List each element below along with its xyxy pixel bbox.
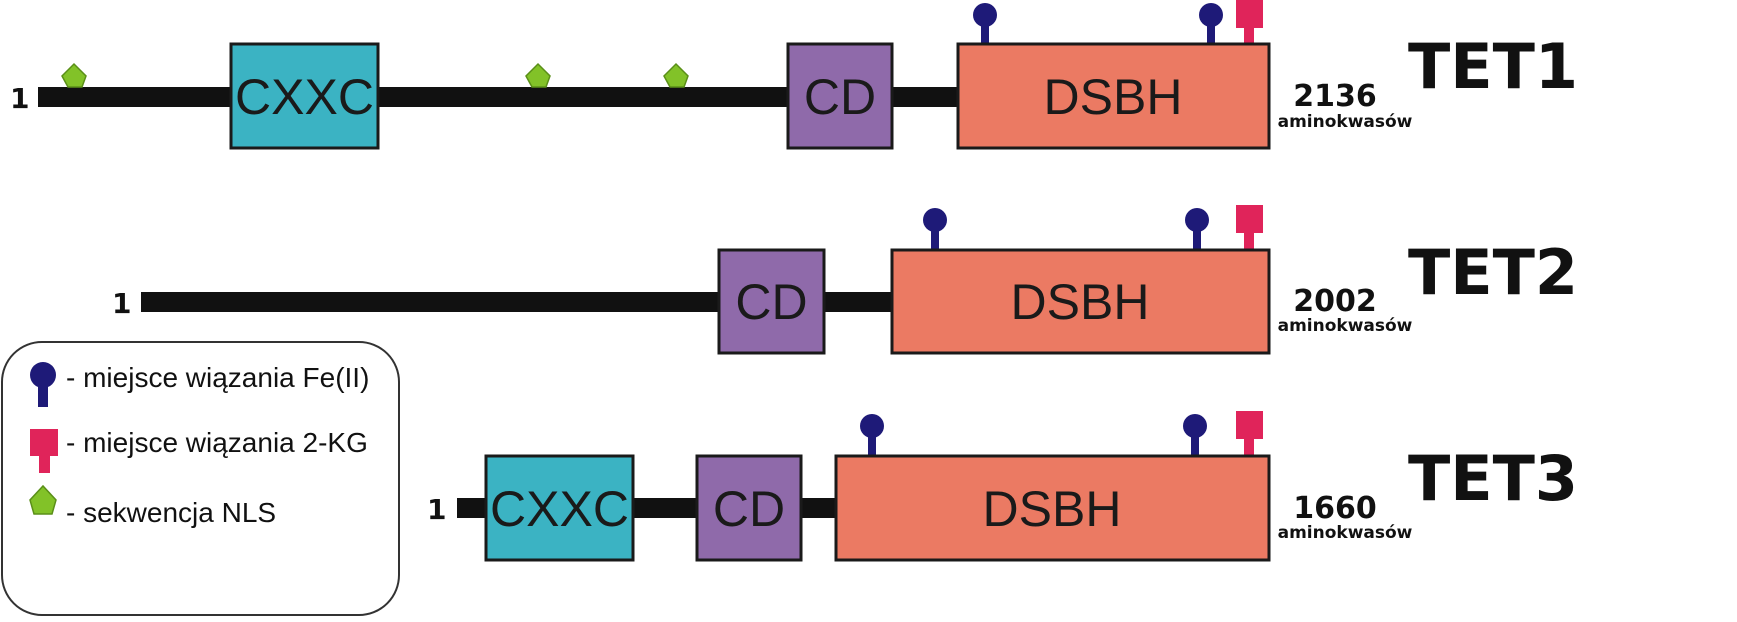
fe-lollipop-icon [1185,208,1209,250]
tet1-cd-domain [786,42,894,150]
legend-kg-label: - miejsce wiązania 2-KG [66,427,368,458]
tet3-cd-label: CD [713,481,785,537]
tet1-dsbh-label: DSBH [1044,69,1183,125]
tet1-start-label: 1 [10,82,29,115]
legend-kg-t-block-icon [30,429,58,473]
legend-box [1,341,400,616]
legend: - miejsce wiązania Fe(II) - miejsce wiąz… [1,341,400,616]
tet3-cxxc-domain [484,454,635,562]
tet1-cxxc-domain [229,42,380,150]
legend-fe-lollipop-icon [30,362,56,407]
tet2-cd-label: CD [735,274,807,330]
tet3-start-label: 1 [427,493,446,526]
fe-lollipop-icon [860,414,884,456]
tet1-dsbh-domain [956,42,1271,150]
tet2-dsbh-label: DSBH [1011,274,1150,330]
nls-pentagon-icon [663,62,689,88]
tet3-dsbh-domain [834,454,1271,562]
tet2-cd-domain [717,248,826,355]
tet3-dsbh-label: DSBH [983,481,1122,537]
protein-tet3: 1 CXXC CD DSBH 1660 aminokwasów TET3 [427,411,1578,562]
fe-lollipop-icon [1199,3,1223,45]
tet1-cxxc-label: CXXC [235,69,374,125]
tet3-cd-domain [695,454,803,562]
tet2-dsbh-domain [890,248,1271,355]
tet3-length: 1660 [1293,491,1377,526]
fe-lollipop-icon [973,3,997,45]
nls-pentagon-icon [61,62,87,88]
tet2-length: 2002 [1293,284,1377,319]
tet2-name: TET2 [1408,236,1578,309]
legend-nls-label: - sekwencja NLS [66,497,276,528]
tet1-length-unit: aminokwasów [1278,112,1413,132]
tet1-length: 2136 [1293,79,1377,114]
protein-tet2: 1 CD DSBH 2002 aminokwasów TET2 [112,205,1578,355]
kg-t-block-icon [1236,411,1263,456]
legend-nls-pentagon-icon [29,484,57,515]
kg-t-block-icon [1236,205,1263,250]
tet2-start-label: 1 [112,287,131,320]
nls-pentagon-icon [525,62,551,88]
fe-lollipop-icon [1183,414,1207,456]
protein-tet1: 1 CXXC CD DSBH 2136 aminokwasów TET1 [10,0,1578,150]
tet2-length-unit: aminokwasów [1278,316,1413,336]
fe-lollipop-icon [923,208,947,250]
tet3-cxxc-label: CXXC [490,481,629,537]
legend-fe-label: - miejsce wiązania Fe(II) [66,362,369,393]
tet3-length-unit: aminokwasów [1278,523,1413,543]
tet1-cd-label: CD [804,69,876,125]
tet1-name: TET1 [1408,30,1578,103]
kg-t-block-icon [1236,0,1263,45]
tet3-name: TET3 [1408,442,1578,515]
